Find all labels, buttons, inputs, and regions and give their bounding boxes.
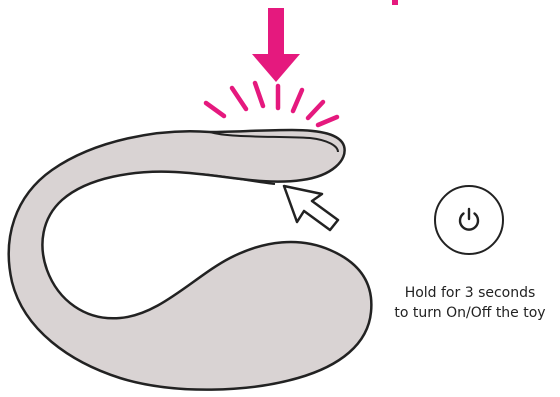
instruction-line-2: to turn On/Off the toy [380,303,560,323]
device-body [9,130,372,390]
power-icon [454,205,484,235]
instruction-caption: Hold for 3 seconds to turn On/Off the to… [380,283,560,323]
outline-arrow-icon [284,186,338,230]
power-button [434,185,504,255]
cropped-mark [392,0,398,5]
emphasis-burst-icon [206,83,337,125]
instruction-line-1: Hold for 3 seconds [380,283,560,303]
arrow-down-icon [252,8,300,82]
